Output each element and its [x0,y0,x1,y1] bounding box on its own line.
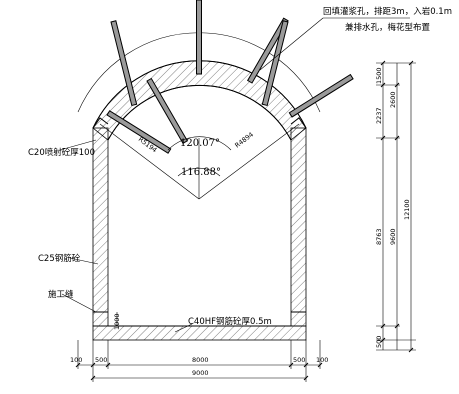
annotation-drain-holes: 兼排水孔，梅花型布置 [345,22,431,33]
leader-joint [61,293,97,313]
dim-right-wall: 500 [293,356,305,364]
radius-right: R4894 [233,131,255,150]
annotation-construction-joint: 施工缝 [48,289,74,300]
dim-arch-rise: 2237 [375,107,383,124]
leader-floor [174,323,193,333]
leader-rc [69,257,99,265]
dim-clear-height: 9600 [389,228,397,245]
angle-arc-inner [177,167,221,177]
annotation-grout-holes: 回填灌浆孔，排距3m，入岩0.1m [323,6,452,17]
dim-total-width: 9000 [192,369,209,377]
floor-slab [92,325,307,341]
dim-total-height: 12100 [403,199,411,220]
grout-pipe-right-2 [288,73,354,118]
angle-outer: 120.07° [180,138,220,149]
dim-arch-height: 2600 [389,91,397,108]
dim-joint-height: 1000 [113,313,121,330]
dim-right-outer: 100 [316,356,328,364]
grout-pipes [106,0,354,154]
bottom-dimensions [75,340,323,382]
dim-clear-width: 8000 [192,356,209,364]
grout-pipe-left-2 [106,110,172,154]
grout-pipe-left-1 [146,77,189,145]
grout-pipe-right-1 [246,17,289,84]
grout-pipe-left-3 [110,20,138,107]
dim-left-wall: 500 [95,356,107,364]
leader-grout [259,17,324,71]
dim-wall-height: 8763 [375,228,383,245]
annotation-rc-concrete: C25钢筋砼 [38,253,81,264]
grout-pipe-top [196,0,202,75]
radius-line-right [198,123,300,200]
left-wall-lining [92,127,109,327]
annotation-floor-concrete: C40HF钢筋砼厚0.5m [188,316,272,327]
angle-arc-outer [167,136,232,151]
radius-line-left [99,123,200,200]
dim-left-outer: 100 [70,356,82,364]
annotation-shotcrete: C20喷射砼厚100 [28,147,95,158]
right-shoulder [290,117,307,129]
dim-arch-top: 1500 [375,67,383,84]
grout-pipe-right-3 [261,20,289,107]
right-wall-lining [290,127,307,327]
right-dimensions [376,60,416,353]
left-shoulder [92,117,109,129]
leader-shotcrete [59,139,97,151]
dim-floor: 500 [375,336,383,348]
angle-inner: 116.88° [181,167,221,178]
